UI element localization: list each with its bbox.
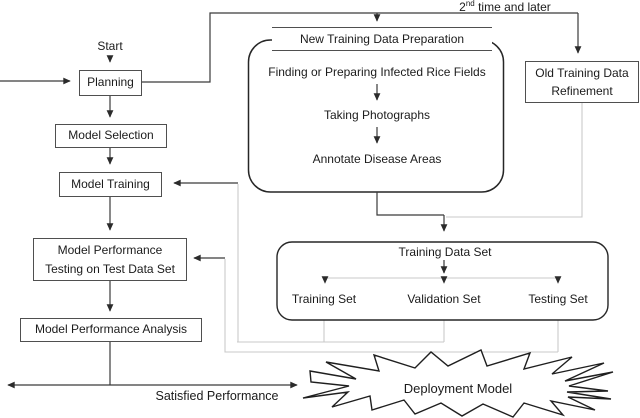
ntdp-title-band: New Training Data Preparation xyxy=(272,27,492,51)
ntdp-step-finding: Finding or Preparing Infected Rice Field… xyxy=(268,65,486,79)
old-refinement-label-line1: Old Training Data xyxy=(535,66,629,80)
second-time-label-sup: nd xyxy=(465,0,475,8)
second-time-label-prefix: 2 xyxy=(459,0,466,14)
satisfied-performance-label: Satisfied Performance xyxy=(155,389,279,403)
ntdp-title-label: New Training Data Preparation xyxy=(299,32,465,46)
training-set-label: Training Set xyxy=(291,292,357,306)
mpa-label: Model Performance Analysis xyxy=(34,322,188,337)
main-flow-lines xyxy=(0,12,582,389)
mpt-label-line1: Model Performance xyxy=(57,242,163,257)
deployment-starburst xyxy=(302,349,614,418)
node-model-performance-analysis: Model Performance Analysis xyxy=(20,318,202,342)
mpt-label-line2: Testing on Test Data Set xyxy=(45,261,175,276)
node-planning: Planning xyxy=(79,70,142,96)
node-model-training: Model Training xyxy=(59,172,162,197)
node-model-selection: Model Selection xyxy=(55,124,167,148)
node-model-selection-label: Model Selection xyxy=(68,128,154,143)
ntdp-step-photographs: Taking Photographs xyxy=(323,108,431,122)
node-planning-label: Planning xyxy=(87,75,134,90)
validation-set-label: Validation Set xyxy=(407,292,481,306)
second-time-label: 2nd time and later xyxy=(430,0,580,14)
tds-title-label: Training Data Set xyxy=(398,245,492,259)
old-refinement-label-line2: Refinement xyxy=(551,84,613,98)
second-time-label-rest: time and later xyxy=(474,0,551,14)
deployment-model-label: Deployment Model xyxy=(403,381,513,396)
node-old-training-data-refinement: Old Training Data Refinement xyxy=(525,61,639,103)
start-label: Start xyxy=(97,39,123,53)
node-model-training-label: Model Training xyxy=(71,176,150,191)
testing-set-label: Testing Set xyxy=(528,292,588,306)
subset-branch-lines xyxy=(321,276,562,284)
planning-to-top-line xyxy=(142,12,578,83)
node-model-performance-testing: Model Performance Testing on Test Data S… xyxy=(33,238,187,281)
ntdp-step-annotate: Annotate Disease Areas xyxy=(312,152,442,166)
